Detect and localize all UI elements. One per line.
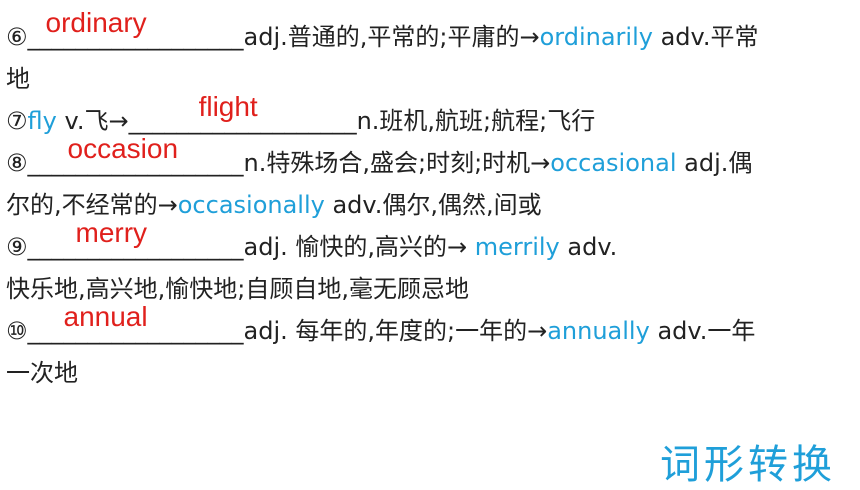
fill-blank: ___________________flight	[129, 91, 357, 142]
definition: n.特殊场合,盛会;时刻;时机→	[243, 149, 551, 177]
answer-text: occasion	[67, 133, 179, 164]
derived-definition-2: adv.偶尔,偶然,间或	[324, 191, 542, 219]
entry-9-line-2: 快乐地,高兴地,愉快地;自顾自地,毫无顾忌地	[6, 268, 469, 310]
definition-continued: 快乐地,高兴地,愉快地;自顾自地,毫无顾忌地	[6, 275, 469, 303]
answer-text: ordinary	[45, 7, 147, 38]
fill-blank: __________________annual	[28, 301, 244, 352]
definition-continued: 一次地	[6, 359, 78, 387]
entry-number: ⑥	[6, 23, 28, 51]
derived-definition: adv.一年	[649, 317, 756, 345]
derived-word: merrily	[474, 233, 560, 261]
fill-blank: __________________occasion	[28, 133, 244, 184]
derived-definition: adv.	[559, 233, 618, 261]
section-title: 词形转换	[660, 442, 836, 488]
definition: n.班机,航班;航程;飞行	[356, 107, 596, 135]
definition: adj. 每年的,年度的;一年的→	[243, 317, 548, 345]
fill-blank: __________________ordinary	[28, 7, 244, 58]
definition: adj.普通的,平常的;平庸的→	[243, 23, 540, 51]
entry-10-line-2: 一次地	[6, 352, 78, 394]
derived-word: occasional	[550, 149, 677, 177]
entry-number: ⑧	[6, 149, 28, 177]
entry-number: ⑦	[6, 107, 28, 135]
answer-text: annual	[63, 301, 148, 332]
entry-8-line-2: 尔的,不经常的→occasionally adv.偶尔,偶然,间或	[6, 184, 542, 226]
definition-continued: 地	[6, 65, 30, 93]
base-word: fly	[27, 107, 57, 135]
definition-continued: 尔的,不经常的→	[6, 191, 178, 219]
definition: adj. 愉快的,高兴的→	[243, 233, 475, 261]
derived-word: ordinarily	[539, 23, 653, 51]
answer-text: merry	[75, 217, 148, 248]
fill-blank: __________________merry	[28, 217, 244, 268]
derived-word: annually	[547, 317, 650, 345]
entry-6-line-2: 地	[6, 58, 30, 100]
entry-number: ⑨	[6, 233, 28, 261]
entry-number: ⑩	[6, 317, 28, 345]
answer-text: flight	[198, 91, 258, 122]
derived-definition: adv.平常	[652, 23, 759, 51]
derived-definition: adj.偶	[676, 149, 753, 177]
base-definition: v.飞→	[56, 107, 129, 135]
derived-word-2: occasionally	[177, 191, 325, 219]
